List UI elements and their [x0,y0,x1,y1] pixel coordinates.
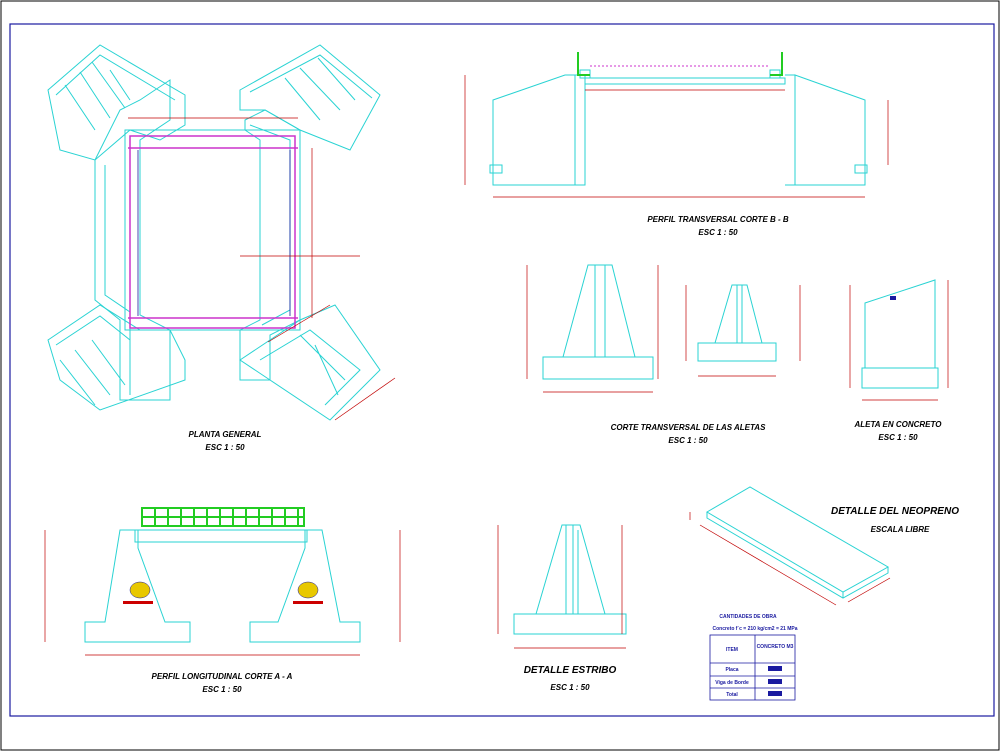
aleta-concreto-scale: ESC 1 : 50 [878,433,918,442]
aleta-concreto-view [849,279,949,401]
estribo-scale: ESC 1 : 50 [550,683,590,692]
value-total-mark [768,691,782,696]
aleta-concreto-title: ALETA EN CONCRETO [854,420,943,429]
col-concrete-header: CONCRETO M3 [757,644,794,650]
value-placa-mark [768,666,782,671]
estribo-title: DETALLE ESTRIBO [524,665,617,676]
planta-general-view [47,44,396,421]
corte-aa-scale: ESC 1 : 50 [202,685,242,694]
estribo-view [497,524,627,649]
quantities-title: CANTIDADES DE OBRA [719,614,777,620]
value-viga-mark [768,679,782,684]
corte-bb-view [464,52,889,198]
row-placa: Placa [725,667,738,673]
planta-scale: ESC 1 : 50 [205,443,245,452]
neopreno-title: DETALLE DEL NEOPRENO [831,506,959,517]
aletas-title: CORTE TRANSVERSAL DE LAS ALETAS [611,423,766,432]
corte-bb-title: PERFIL TRANSVERSAL CORTE B - B [647,215,789,224]
corte-bb-scale: ESC 1 : 50 [698,228,738,237]
aletas-view [526,264,801,393]
corte-aa-title: PERFIL LONGITUDINAL CORTE A - A [152,672,293,681]
corte-aa-view [44,507,401,656]
col-item-header: ITEM [726,647,738,653]
inner-border [9,23,995,717]
row-total: Total [726,692,738,698]
quantities-subtitle: Concreto f´c = 210 kg/cm2 = 21 MPa [712,626,797,632]
aletas-scale: ESC 1 : 50 [668,436,708,445]
neopreno-scale: ESCALA LIBRE [871,525,930,534]
quantities-table: CANTIDADES DE OBRA Concreto f´c = 210 kg… [709,614,798,701]
neopreno-view [689,486,891,606]
row-viga-borde: Viga de Borde [715,680,749,686]
planta-title: PLANTA GENERAL [189,430,262,439]
